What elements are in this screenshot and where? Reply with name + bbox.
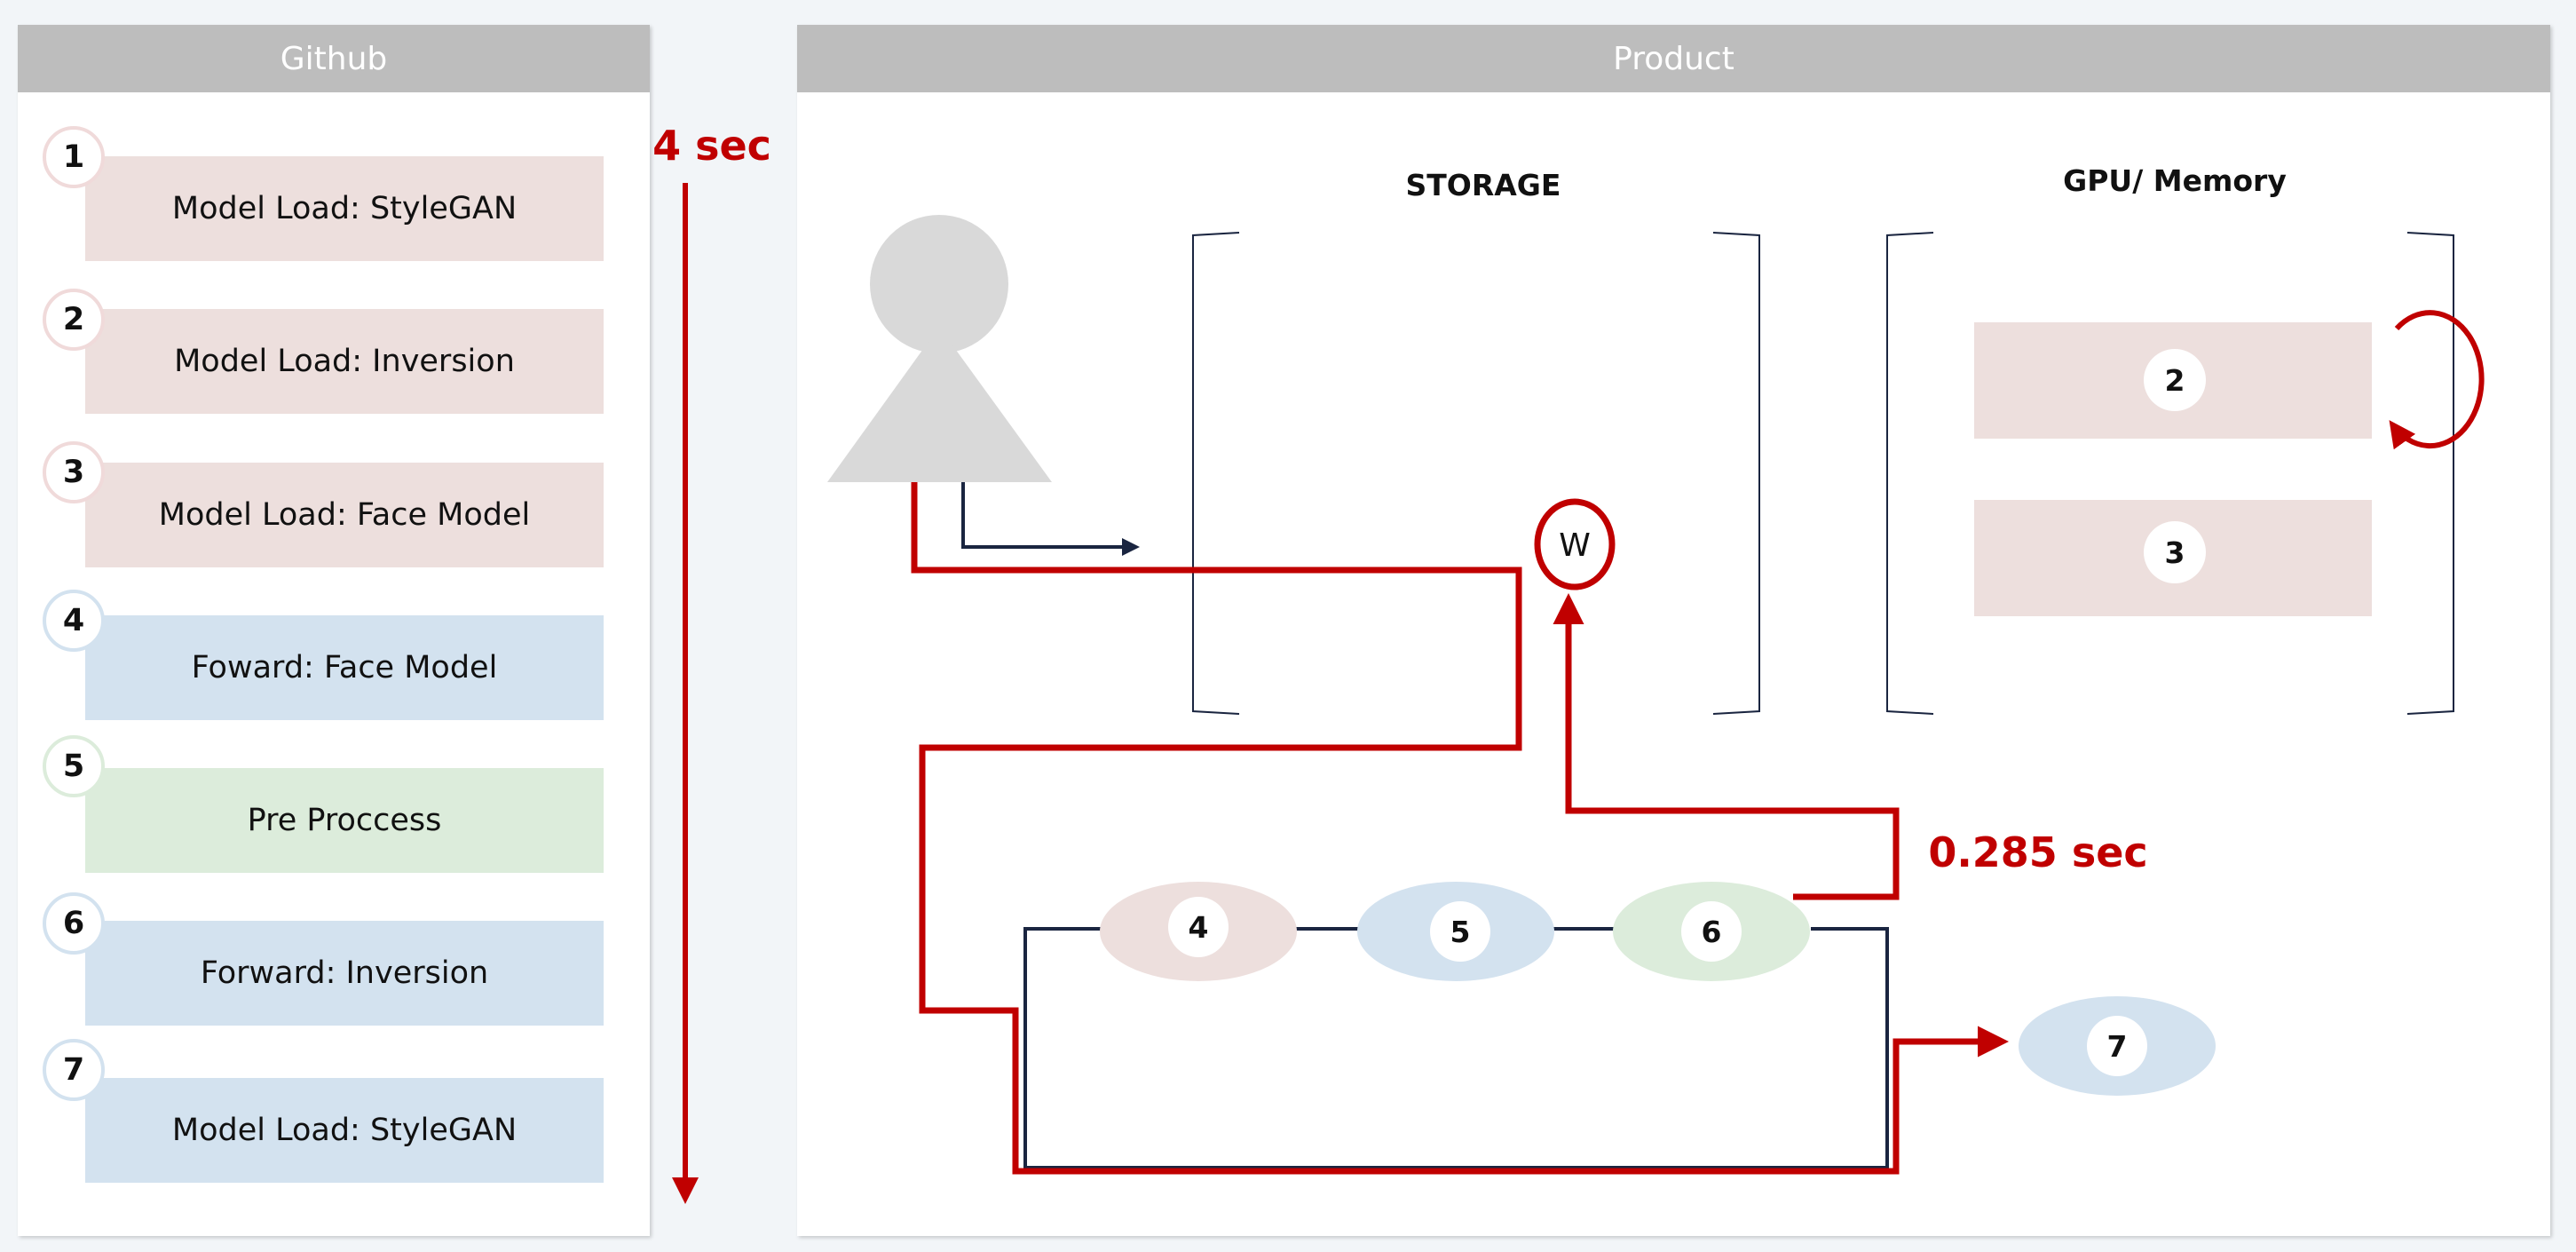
pipeline-node-5-number: 5 [1450, 915, 1471, 949]
step-2-number: 2 [43, 289, 105, 351]
storage-bracket-right [1712, 232, 1760, 715]
step-5-number: 5 [43, 735, 105, 797]
step-3-number: 3 [43, 441, 105, 503]
github-duration-label: 4 sec [652, 122, 771, 170]
pipeline-node-5-badge [1430, 901, 1490, 962]
red-flow-path [911, 482, 2009, 1175]
step-6-box: Forward: Inversion [85, 921, 604, 1026]
gpu-box-2-badge [2144, 349, 2206, 411]
gpu-bracket-right [2406, 232, 2454, 715]
pipeline-node-4-badge [1168, 897, 1229, 957]
product-duration-label: 0.285 sec [1928, 828, 2147, 876]
storage-bracket-left [1192, 232, 1240, 715]
output-node-7-badge [2087, 1016, 2147, 1076]
gpu-memory-label: GPU/ Memory [2063, 163, 2287, 198]
user-to-storage-arrow [961, 482, 1140, 556]
step-1-number: 1 [43, 126, 105, 188]
user-icon [827, 215, 1052, 482]
step-5-box: Pre Proccess [85, 768, 604, 873]
storage-label: STORAGE [1406, 168, 1561, 202]
step-3-box: Model Load: Face Model [85, 463, 604, 567]
product-panel-title: Product [797, 25, 2550, 92]
github-panel-title: Github [18, 25, 650, 92]
w-node-label: W [1559, 527, 1591, 564]
step-1-box: Model Load: StyleGAN [85, 156, 604, 261]
gpu-box-2-number: 2 [2165, 363, 2185, 398]
step-7-box: Model Load: StyleGAN [85, 1078, 604, 1183]
gpu-bracket-left [1886, 232, 1934, 715]
output-node-7-number: 7 [2107, 1029, 2128, 1064]
step-4-number: 4 [43, 590, 105, 652]
gpu-box-3-badge [2144, 521, 2206, 583]
github-panel: Github Model Load: StyleGAN 1 Model Load… [18, 25, 650, 1236]
step-2-box: Model Load: Inversion [85, 309, 604, 414]
gpu-box-3-number: 3 [2165, 535, 2185, 570]
step-6-number: 6 [43, 892, 105, 955]
product-panel: Product [797, 25, 2550, 1236]
w-node [1534, 498, 1616, 590]
pipeline-frame [1023, 927, 1889, 1169]
pipeline-node-4-number: 4 [1189, 910, 1209, 945]
red-return-to-w-arrow [1553, 593, 1900, 900]
step-7-number: 7 [43, 1039, 105, 1101]
step-4-box: Foward: Face Model [85, 615, 604, 720]
pipeline-node-6-number: 6 [1702, 915, 1722, 949]
gpu-reuse-loop-arrow [2389, 310, 2485, 450]
pipeline-node-6-badge [1681, 901, 1742, 962]
